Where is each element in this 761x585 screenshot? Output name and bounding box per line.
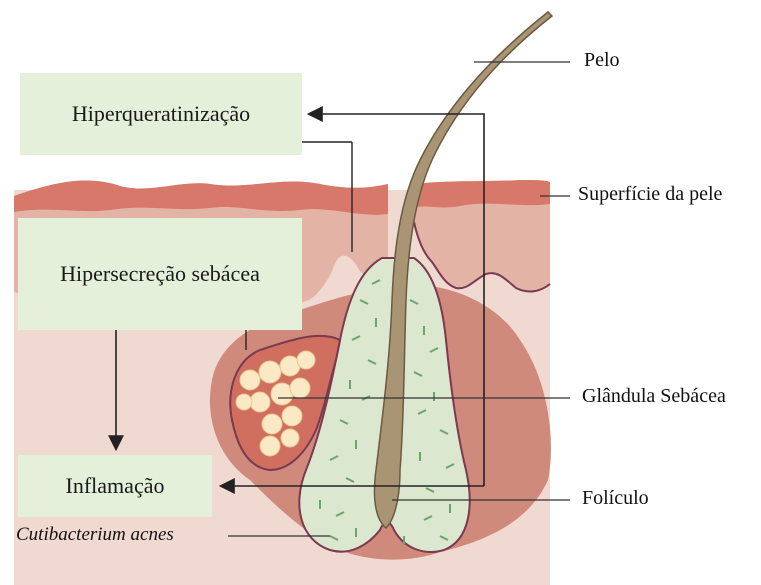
skin-surface-label: Superfície da pele	[578, 183, 722, 206]
hyperkeratinization-box: Hiperqueratinização	[20, 73, 302, 155]
hair-label: Pelo	[584, 49, 620, 72]
hyperkeratinization-label: Hiperqueratinização	[72, 101, 250, 127]
bacterium-label: Cutibacterium acnes	[16, 524, 174, 546]
inflammation-label: Inflamação	[66, 473, 165, 499]
sebaceous-hypersecretion-box: Hipersecreção sebácea	[18, 218, 302, 330]
sebaceous-hypersecretion-label: Hipersecreção sebácea	[60, 261, 260, 287]
follicle-label: Folículo	[582, 487, 649, 510]
sebaceous-gland-label: Glândula Sebácea	[582, 385, 726, 408]
inflammation-box: Inflamação	[18, 455, 212, 517]
